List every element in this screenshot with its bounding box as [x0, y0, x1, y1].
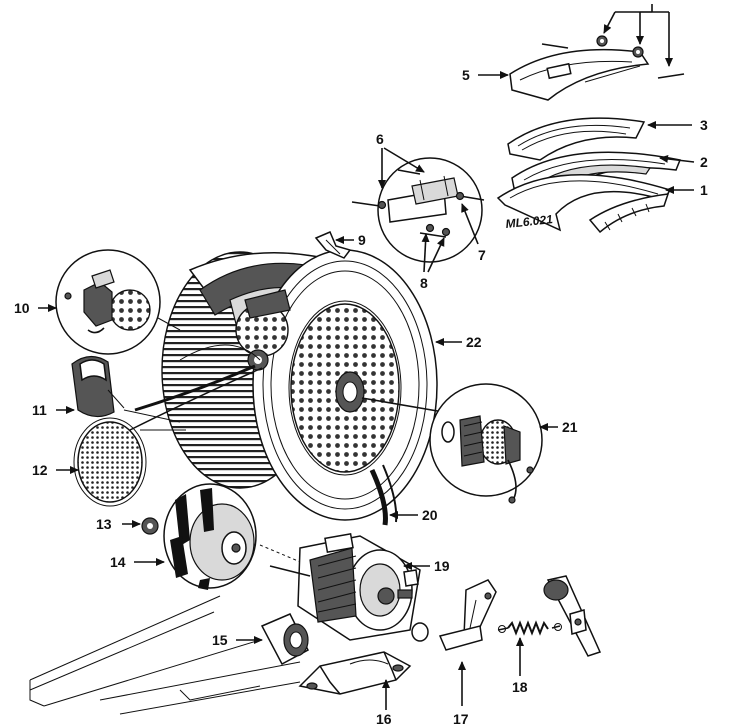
part-9-bracket [314, 231, 352, 259]
callout-5: 5 [462, 67, 470, 83]
part-13-nut [141, 517, 159, 535]
callout-13: 13 [96, 516, 112, 532]
callout-labels: 1 2 3 4 5 6 7 8 9 10 11 12 13 14 15 16 1… [14, 0, 708, 726]
hinge-assembly [351, 157, 485, 263]
callout-11: 11 [32, 402, 47, 418]
part-16-motor-mount [298, 651, 412, 695]
callout-22: 22 [466, 334, 482, 350]
callout-14: 14 [110, 554, 126, 570]
drum-assembly [129, 249, 456, 526]
part-14-drive-pulley [163, 483, 257, 590]
part-10-motor-assembly [55, 249, 181, 355]
callout-7: 7 [478, 247, 486, 263]
lid-assembly [496, 4, 685, 234]
screw-icon [632, 46, 644, 58]
part-18-spring [497, 620, 562, 636]
base-plate [29, 595, 301, 715]
callout-6: 6 [376, 131, 384, 147]
callout-15: 15 [212, 632, 228, 648]
callout-16: 16 [376, 711, 392, 726]
part-5-top-cover [509, 48, 650, 101]
callout-4: 4 [648, 0, 656, 1]
callout-9: 9 [358, 232, 366, 248]
screw-icon [596, 35, 608, 47]
part-11-filter-cap [71, 355, 125, 418]
part-19-motor [269, 532, 421, 641]
callout-2: 2 [700, 154, 708, 170]
callout-leaders [38, 71, 695, 710]
drawing-code: ML6.021 [505, 212, 554, 231]
callout-3: 3 [700, 117, 708, 133]
callout-1: 1 [700, 182, 708, 198]
callout-8: 8 [420, 275, 428, 291]
part-21-bearing-assembly [429, 383, 543, 504]
callout-18: 18 [512, 679, 528, 695]
callout-17: 17 [453, 711, 469, 726]
suspension-bracket-right [543, 575, 602, 657]
callout-19: 19 [434, 558, 450, 574]
callout-20: 20 [422, 507, 438, 523]
part-3-glass [507, 117, 646, 161]
callout-12: 12 [32, 462, 48, 478]
callout-10: 10 [14, 300, 30, 316]
part-15-capacitor [260, 613, 309, 666]
part-17-suspension-arm [438, 579, 497, 651]
part-12-mesh-filter [73, 417, 147, 507]
callout-21: 21 [562, 419, 578, 435]
